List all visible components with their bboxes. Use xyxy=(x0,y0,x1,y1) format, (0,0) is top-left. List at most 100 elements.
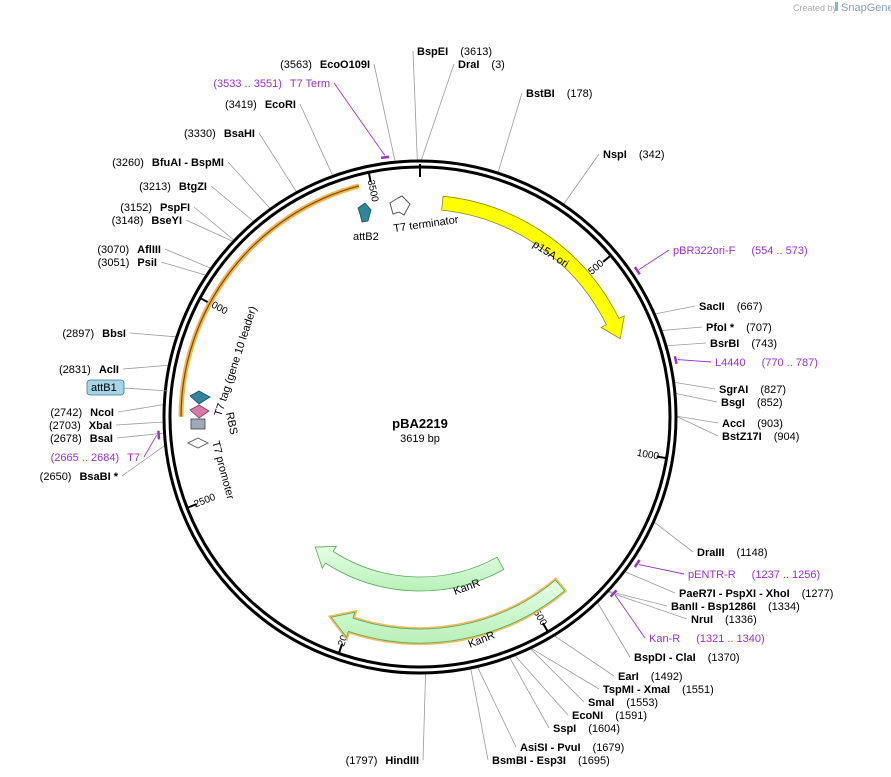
site-sacii[interactable]: SacII(667) xyxy=(699,301,762,313)
site-sspi[interactable]: SspI(1604) xyxy=(553,723,620,735)
site-name: BstZ17I xyxy=(722,431,762,443)
site-bbsi[interactable]: BbsI (2897) xyxy=(62,328,126,340)
kanr-outer-feature[interactable] xyxy=(330,579,566,644)
primer-t7[interactable]: T7(2665 .. 2684) xyxy=(51,452,140,464)
primer-mark xyxy=(633,559,641,568)
site-xbai[interactable]: XbaI(2703) xyxy=(49,420,112,432)
primer-pentr[interactable]: pENTR-R(1237 .. 1256) xyxy=(688,569,820,581)
site-bsai[interactable]: BsaI(2678) xyxy=(50,433,113,445)
site-name: BseYI xyxy=(151,215,182,227)
site-psii[interactable]: PsiI(3051) xyxy=(98,257,157,269)
t7-promoter-icon[interactable] xyxy=(186,437,210,449)
primer-name: L4440 xyxy=(715,357,746,369)
site-position: (3419) xyxy=(225,99,257,111)
site-bspei[interactable]: BspEI(3613) xyxy=(417,46,492,58)
site-acli[interactable]: AclI(2831) xyxy=(59,364,119,376)
primer-l4440[interactable]: L4440(770 .. 787) xyxy=(715,357,818,369)
site-name: PspFI xyxy=(160,202,190,214)
primer-t7term[interactable]: T7 Term(3533 .. 3551) xyxy=(213,78,330,90)
site-position: (1679) xyxy=(593,742,625,754)
attb1-label: attB1 xyxy=(91,382,117,394)
primer-mark xyxy=(380,155,390,160)
primer-pbr322[interactable]: pBR322ori-F(554 .. 573) xyxy=(673,245,808,257)
site-position: (1148) xyxy=(737,547,768,559)
kanr-inner-feature[interactable] xyxy=(314,545,505,592)
site-leader xyxy=(258,132,297,192)
site-position: (827) xyxy=(760,384,786,396)
site-name: SacII xyxy=(699,301,725,313)
primer-kanr[interactable]: Kan-R(1321 .. 1340) xyxy=(649,633,765,645)
t7-terminator-icon[interactable] xyxy=(389,195,411,216)
site-bsgi[interactable]: BsgI(852) xyxy=(721,397,783,409)
rbs-box-icon[interactable] xyxy=(190,418,206,430)
site-bfuai[interactable]: BfuAI - BspMI(3260) xyxy=(112,157,224,169)
site-banii[interactable]: BanII - Bsp1286I(1334) xyxy=(671,601,800,613)
site-bstz17i[interactable]: BstZ17I(904) xyxy=(722,431,799,443)
site-leader xyxy=(597,602,631,658)
plasmid-length: 3619 bp xyxy=(400,433,440,445)
site-leader xyxy=(299,103,333,176)
primer-leader xyxy=(333,82,386,156)
site-bsabi[interactable]: BsaBI *(2650) xyxy=(40,471,119,483)
primer-leader xyxy=(638,564,685,575)
tick-label: 1000 xyxy=(636,448,660,463)
site-acci[interactable]: AccI(903) xyxy=(722,418,783,430)
site-eari[interactable]: EarI(1492) xyxy=(618,671,683,683)
site-leader xyxy=(227,161,271,209)
site-position: (707) xyxy=(746,322,772,334)
t7-tag-feature[interactable] xyxy=(180,185,360,417)
site-leader xyxy=(514,655,569,716)
site-leader xyxy=(676,415,719,424)
site-name: EcoO109I xyxy=(320,59,370,71)
site-leader xyxy=(470,668,489,761)
site-afliii[interactable]: AflIII(3070) xyxy=(97,244,161,256)
site-bsrbi[interactable]: BsrBI(743) xyxy=(710,338,777,350)
site-name: AclI xyxy=(99,364,119,376)
site-position: (1334) xyxy=(768,601,800,613)
attb1-arrow-icon[interactable] xyxy=(189,390,211,405)
site-ecoo109i[interactable]: EcoO109I(3563) xyxy=(280,59,370,71)
site-btgzi[interactable]: BtgZI(3213) xyxy=(139,181,207,193)
site-asisi[interactable]: AsiSI - PvuI(1679) xyxy=(520,742,624,754)
site-ncoi[interactable]: NcoI(2742) xyxy=(50,407,114,419)
site-name: EcoNI xyxy=(572,710,603,722)
site-position: (3613) xyxy=(460,46,492,58)
attb2-icon[interactable] xyxy=(357,202,372,223)
site-pspfi[interactable]: PspFI(3152) xyxy=(120,202,190,214)
site-ecori[interactable]: EcoRI(3419) xyxy=(225,99,296,111)
primer-mark xyxy=(673,355,678,365)
site-nspi[interactable]: NspI(342) xyxy=(603,149,665,161)
rbs-icon[interactable] xyxy=(189,404,210,419)
site-smai[interactable]: SmaI(1553) xyxy=(588,697,658,709)
site-hindiii[interactable]: HindIII(1797) xyxy=(346,755,419,767)
site-leader xyxy=(122,364,169,370)
site-econi[interactable]: EcoNI(1591) xyxy=(572,710,647,722)
site-name: BbsI xyxy=(102,328,126,340)
site-leader xyxy=(655,305,696,315)
primer-leader xyxy=(614,594,646,639)
site-position: (2897) xyxy=(62,328,94,340)
site-name: BsaI xyxy=(90,433,113,445)
primer-range: (2665 .. 2684) xyxy=(51,452,120,464)
backbone-outer-ring xyxy=(162,159,678,675)
site-tspmi[interactable]: TspMI - XmaI(1551) xyxy=(603,684,714,696)
site-position: (1551) xyxy=(682,684,714,696)
site-leader xyxy=(509,657,550,729)
site-bsmbi[interactable]: BsmBI - Esp3I(1695) xyxy=(492,755,610,767)
site-pfoi[interactable]: PfoI *(707) xyxy=(706,322,772,334)
site-nrui[interactable]: NruI(1336) xyxy=(691,614,757,626)
site-sgrai[interactable]: SgrAI(827) xyxy=(719,384,786,396)
site-drai[interactable]: DraI(3) xyxy=(458,59,505,71)
site-name: BsmBI - Esp3I xyxy=(492,755,566,767)
attb1-box[interactable]: attB1 xyxy=(86,379,125,396)
site-paer7i[interactable]: PaeR7I - PspXI - XhoI(1277) xyxy=(679,588,833,600)
site-position: (3051) xyxy=(98,257,130,269)
site-bstbi[interactable]: BstBI(178) xyxy=(526,88,592,100)
p15a-ori-feature[interactable] xyxy=(441,195,625,340)
site-leader xyxy=(608,591,688,620)
t7-promoter-label: T7 promoter xyxy=(209,440,236,501)
site-bspdi[interactable]: BspDI - ClaI(1370) xyxy=(634,652,740,664)
site-bsahi[interactable]: BsaHI(3330) xyxy=(184,128,255,140)
site-bseyi[interactable]: BseYI(3148) xyxy=(112,215,182,227)
site-draiii[interactable]: DraIII(1148) xyxy=(697,547,768,559)
